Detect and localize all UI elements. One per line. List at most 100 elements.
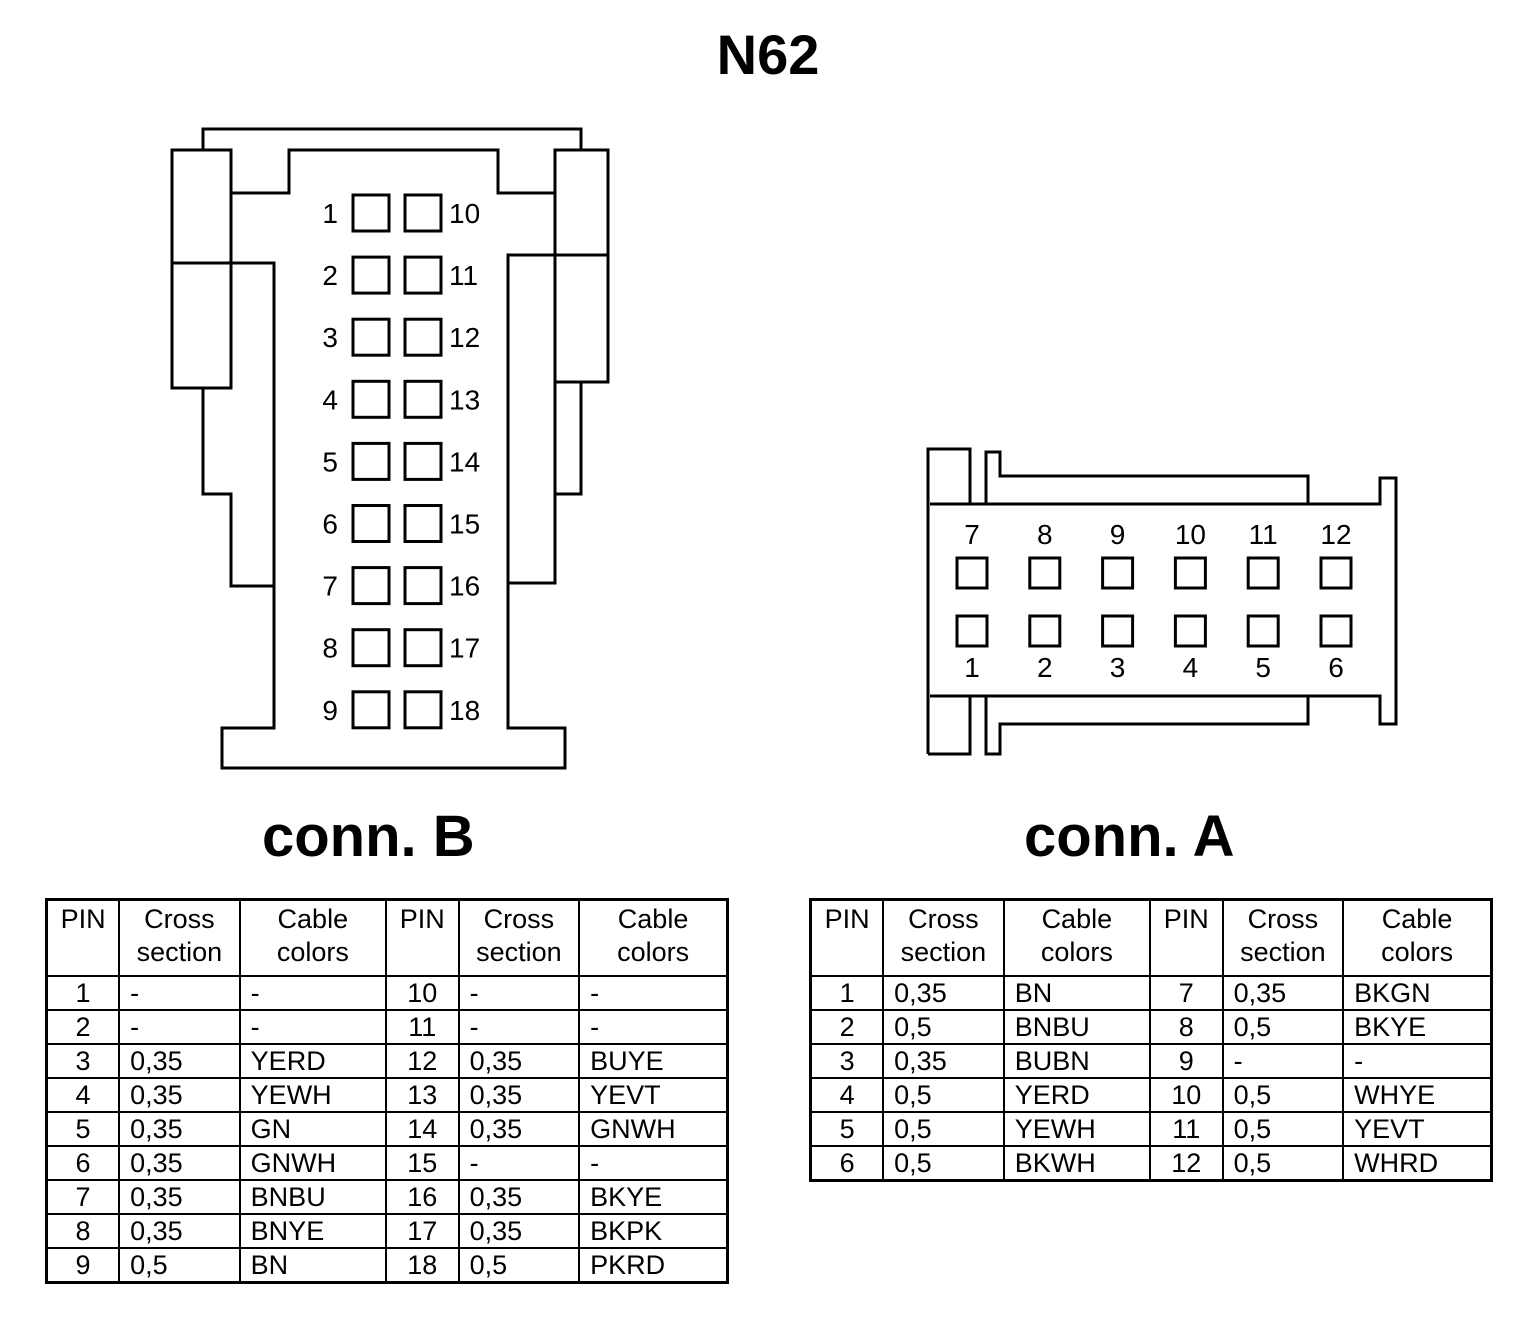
table-cell: 3 (809, 1043, 885, 1079)
pin-number: 18 (449, 695, 480, 726)
pin-number: 13 (449, 384, 480, 415)
pin-number: 14 (449, 446, 480, 477)
pin-number: 8 (322, 633, 338, 664)
pin-number: 12 (449, 322, 480, 353)
table-cell: - (457, 1009, 581, 1045)
table-cell: 0,5 (1221, 1009, 1345, 1045)
table-cell: WHRD (1342, 1145, 1493, 1182)
pin-socket (403, 317, 443, 357)
pin-number: 11 (1249, 519, 1278, 550)
header-line: Cable (277, 904, 349, 934)
table-cell: 0,5 (457, 1247, 581, 1284)
header-line: PIN (399, 904, 445, 934)
table-cell: - (578, 1009, 729, 1045)
table-cell: BKPK (578, 1213, 729, 1249)
pin-number: 10 (1175, 519, 1206, 550)
table-cell: 10 (384, 975, 460, 1011)
pin-number: 2 (1037, 652, 1053, 683)
pin-socket (351, 628, 391, 668)
table-cell: BKYE (1342, 1009, 1493, 1045)
table-cell: BNBU (238, 1179, 387, 1215)
table-cell: 8 (1148, 1009, 1224, 1045)
pin-socket (351, 379, 391, 419)
header-line: Cross (908, 904, 979, 934)
pin-number: 1 (964, 652, 980, 683)
table-cell: - (238, 975, 387, 1011)
table-cell: 0,35 (118, 1077, 241, 1113)
table-cell: 5 (45, 1111, 121, 1147)
table-cell: 17 (384, 1213, 460, 1249)
table-cell: 0,35 (457, 1179, 581, 1215)
table-cell: GN (238, 1111, 387, 1147)
table-cell: 0,5 (882, 1111, 1005, 1147)
pin-socket (403, 255, 443, 295)
table-cell: 1 (45, 975, 121, 1011)
pin-socket (403, 628, 443, 668)
pin-socket (1173, 556, 1207, 590)
table-cell: 8 (45, 1213, 121, 1249)
table-row: 2--11-- (45, 1009, 729, 1045)
table-cell: 0,35 (118, 1213, 241, 1249)
header-line: section (1240, 937, 1326, 967)
table-cell: BKGN (1342, 975, 1493, 1011)
table-cell: YEWH (1002, 1111, 1151, 1147)
pin-socket (1319, 556, 1353, 590)
pin-socket (403, 566, 443, 606)
table-cell: BUBN (1002, 1043, 1151, 1079)
table-cell: 0,5 (1221, 1077, 1345, 1113)
pin-socket (1246, 556, 1280, 590)
table-cell: 0,5 (1221, 1145, 1345, 1182)
header-line: section (136, 937, 223, 967)
pin-socket (351, 317, 391, 357)
table-cell: 0,35 (118, 1145, 241, 1181)
table-cell: - (118, 975, 241, 1011)
table-cell: 1 (809, 975, 885, 1011)
pin-socket (351, 690, 391, 730)
table-cell: - (578, 975, 729, 1011)
header-line: Cross (1247, 904, 1319, 934)
pin-socket (351, 193, 391, 233)
pin-number: 1 (322, 198, 338, 229)
table-cell: WHYE (1342, 1077, 1493, 1113)
header-line: Cable (617, 904, 689, 934)
header-line: colors (1040, 937, 1113, 967)
pin-number: 11 (449, 260, 478, 291)
table-cell: 15 (384, 1145, 460, 1181)
pin-socket (955, 614, 989, 648)
table-cell: 0,5 (118, 1247, 241, 1284)
table-cell: 2 (45, 1009, 121, 1045)
pin-number: 15 (449, 509, 480, 540)
table-cell: 0,5 (882, 1009, 1005, 1045)
table-cell: 14 (384, 1111, 460, 1147)
column-header: PIN (809, 898, 885, 977)
table-cell: BUYE (578, 1043, 729, 1079)
pin-socket (403, 193, 443, 233)
table-cell: 4 (45, 1077, 121, 1113)
table-cell: 3 (45, 1043, 121, 1079)
pin-socket (403, 379, 443, 419)
pin-number: 6 (1328, 652, 1344, 683)
pin-number: 7 (322, 571, 338, 602)
pin-socket (1028, 614, 1062, 648)
header-line: colors (276, 937, 349, 967)
pin-number: 4 (1183, 652, 1199, 683)
diagram-title: N62 (716, 23, 820, 86)
table-cell: BN (238, 1247, 387, 1284)
pin-socket (351, 255, 391, 295)
pin-socket (1101, 614, 1135, 648)
table-cell: YEVT (1342, 1111, 1493, 1147)
